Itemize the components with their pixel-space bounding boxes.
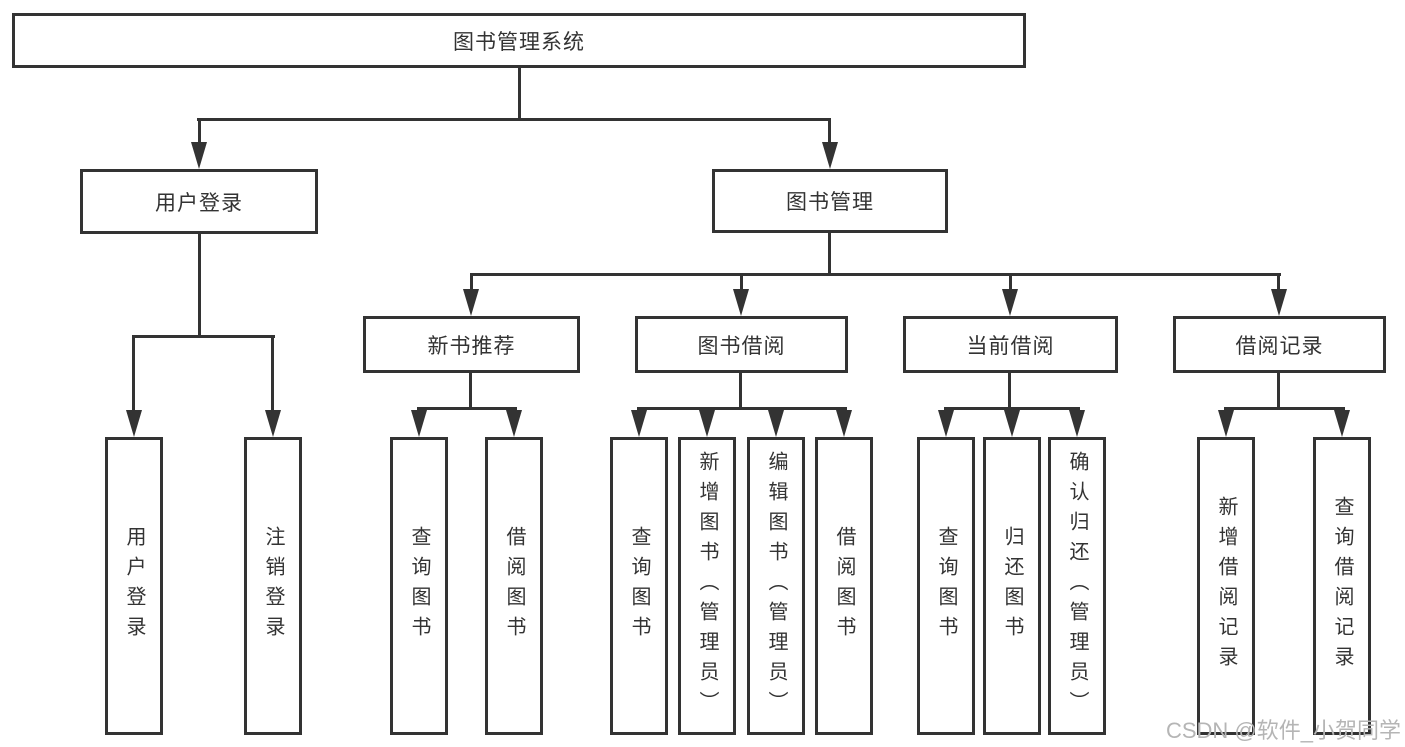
arrowhead [1002,289,1018,316]
node-book-borrowing: 图书借阅 [635,316,848,373]
leaf-borrow-books-borrowing: 借阅图书 [815,437,873,735]
leaf-add-borrow-record: 新增借阅记录 [1197,437,1255,735]
leaf-add-book-admin: 新增图书（管理员） [678,437,736,735]
connector-line [470,273,473,293]
connector-line [518,68,521,118]
node-current-borrowing-label: 当前借阅 [966,334,1055,358]
leaf-borrow-books-recommend: 借阅图书 [485,437,543,735]
arrowhead [191,142,207,169]
leaf-add-borrow-record-label: 新增借阅记录 [1215,496,1237,676]
arrowhead [265,410,281,437]
leaf-query-books-borrowing-label: 查询图书 [628,526,650,646]
connector-line [198,234,201,335]
leaf-query-books-current: 查询图书 [917,437,975,735]
leaf-edit-book-admin: 编辑图书（管理员） [747,437,805,735]
arrowhead [699,410,715,437]
leaf-edit-book-admin-label: 编辑图书（管理员） [765,451,787,721]
node-borrowing-records-label: 借阅记录 [1235,334,1324,358]
leaf-query-books-recommend: 查询图书 [390,437,448,735]
connector-line [944,407,1080,410]
arrowhead [836,410,852,437]
arrowhead [411,410,427,437]
connector-line [1224,407,1345,410]
arrowhead [938,410,954,437]
node-new-book-recommend: 新书推荐 [363,316,580,373]
arrowhead [1218,410,1234,437]
leaf-confirm-return-admin: 确认归还（管理员） [1048,437,1106,735]
connector-line [197,118,831,121]
arrowhead [1004,410,1020,437]
leaf-logout-label: 注销登录 [262,526,284,646]
leaf-query-books-borrowing: 查询图书 [610,437,668,735]
leaf-query-books-current-label: 查询图书 [935,526,957,646]
connector-line [828,118,831,150]
arrowhead [631,410,647,437]
node-user-login-label: 用户登录 [155,191,243,215]
connector-line [828,233,831,273]
node-book-management-label: 图书管理 [786,191,874,214]
connector-line [1277,273,1280,293]
arrowhead [1069,410,1085,437]
leaf-borrow-books-recommend-label: 借阅图书 [503,526,525,646]
connector-line [198,118,201,150]
connector-line [740,273,743,293]
connector-line [1009,273,1012,293]
connector-line [739,373,742,407]
node-user-login: 用户登录 [80,169,318,234]
node-book-borrowing-label: 图书借阅 [697,334,786,358]
arrowhead [126,410,142,437]
node-root-label: 图书管理系统 [453,30,585,54]
connector-line [132,335,275,338]
arrowhead [463,289,479,316]
connector-line [470,273,1281,276]
node-borrowing-records: 借阅记录 [1173,316,1386,373]
leaf-return-book-label: 归还图书 [1001,526,1023,646]
leaf-return-book: 归还图书 [983,437,1041,735]
leaf-add-book-admin-label: 新增图书（管理员） [696,451,718,721]
leaf-user-login: 用户登录 [105,437,163,735]
leaf-query-borrow-record-label: 查询借阅记录 [1331,496,1353,676]
connector-line [417,407,517,410]
arrowhead [1271,289,1287,316]
node-book-management: 图书管理 [712,169,948,233]
node-book-management-system: 图书管理系统 [12,13,1026,68]
watermark: CSDN @软件_小贺同学 [1165,718,1401,743]
connector-line [132,335,135,415]
leaf-query-books-recommend-label: 查询图书 [408,526,430,646]
arrowhead [733,289,749,316]
leaf-user-login-label: 用户登录 [123,526,145,646]
leaf-confirm-return-admin-label: 确认归还（管理员） [1066,451,1088,721]
leaf-borrow-books-borrowing-label: 借阅图书 [833,526,855,646]
connector-line [637,407,847,410]
connector-line [1277,373,1280,407]
arrowhead [822,142,838,169]
node-current-borrowing: 当前借阅 [903,316,1118,373]
connector-line [469,373,472,407]
arrowhead [506,410,522,437]
connector-line [1008,373,1011,407]
leaf-logout: 注销登录 [244,437,302,735]
leaf-query-borrow-record: 查询借阅记录 [1313,437,1371,735]
node-new-book-recommend-label: 新书推荐 [427,334,516,358]
connector-line [271,335,274,415]
arrowhead [1334,410,1350,437]
arrowhead [768,410,784,437]
